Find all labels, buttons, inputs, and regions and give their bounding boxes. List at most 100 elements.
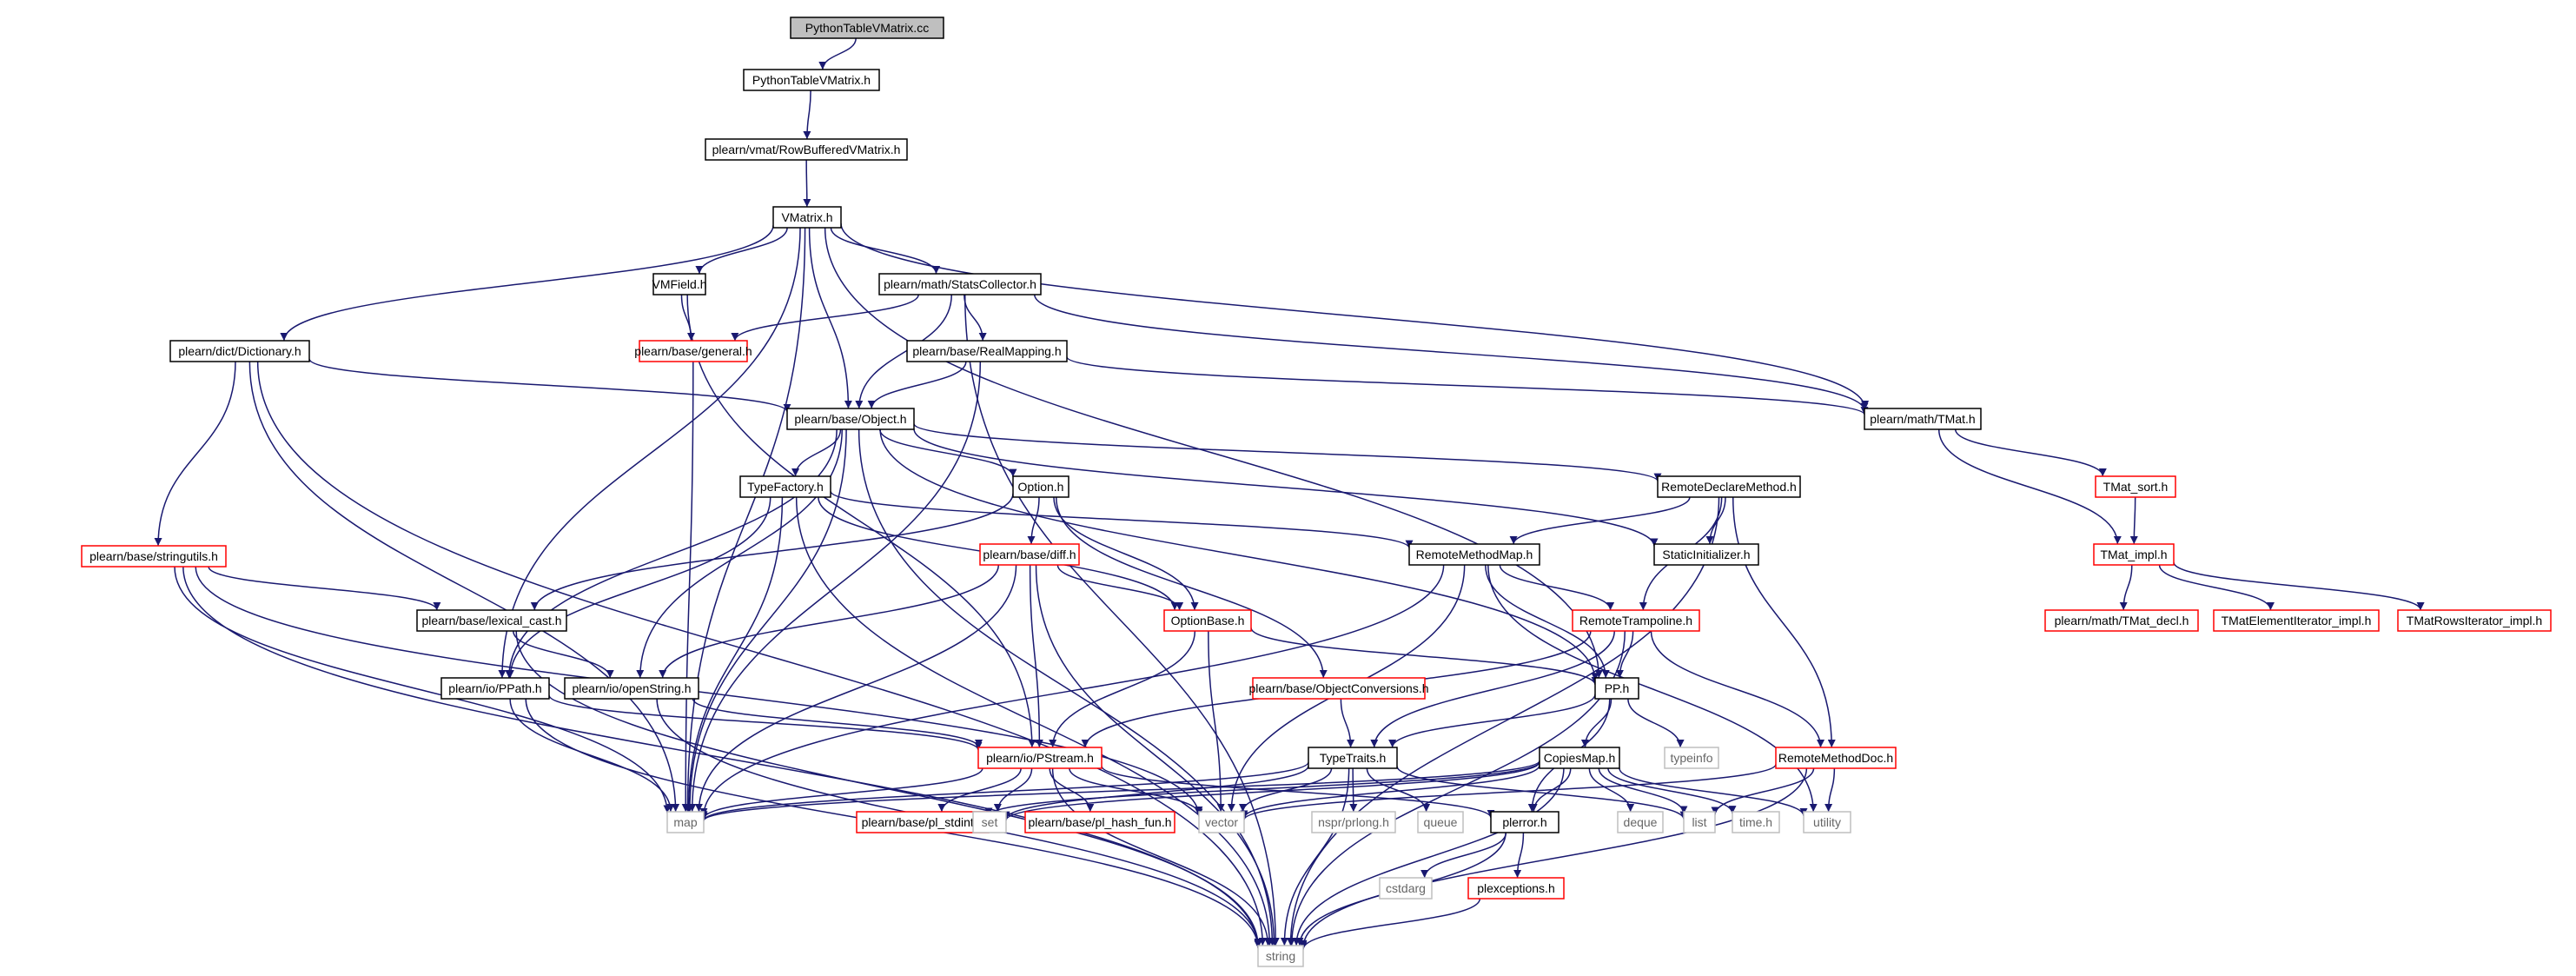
edge-vmat-to-vmfield xyxy=(695,227,788,275)
node-box xyxy=(1664,747,1719,769)
node-stringutils[interactable]: plearn/base/stringutils.h xyxy=(81,545,227,568)
node-rtramp[interactable]: RemoteTrampoline.h xyxy=(1572,609,1700,632)
node-plstdint[interactable]: plearn/base/pl_stdint.h xyxy=(856,811,990,833)
edge-pstream-to-vector xyxy=(1069,767,1203,814)
edge-object-to-option xyxy=(878,428,1017,477)
node-utility: utility xyxy=(1803,811,1851,833)
node-dict[interactable]: plearn/dict/Dictionary.h xyxy=(169,340,310,362)
node-box xyxy=(790,17,944,39)
node-ppath[interactable]: plearn/io/PPath.h xyxy=(440,677,550,700)
node-general[interactable]: plearn/base/general.h xyxy=(634,340,752,362)
edge-option-to-diff xyxy=(1027,496,1040,545)
edge-rtramp-to-rmdoc xyxy=(1650,630,1825,748)
node-plexceptions[interactable]: plexceptions.h xyxy=(1467,877,1565,900)
node-lexcast[interactable]: plearn/base/lexical_cast.h xyxy=(416,609,567,632)
node-copiesmap[interactable]: CopiesMap.h xyxy=(1539,747,1620,769)
node-diff[interactable]: plearn/base/diff.h xyxy=(979,543,1080,566)
node-label: vector xyxy=(1205,815,1238,829)
node-vmat[interactable]: VMatrix.h xyxy=(772,206,842,229)
node-label: Option.h xyxy=(1018,480,1064,494)
edge-dict-to-stringutils xyxy=(154,361,236,547)
node-ptvm[interactable]: PythonTableVMatrix.h xyxy=(743,69,880,91)
edge-rmm-to-rtramp xyxy=(1499,564,1615,611)
node-label: RemoteMethodDoc.h xyxy=(1778,751,1893,765)
node-box xyxy=(81,545,227,568)
node-tmatelem[interactable]: TMatElementIterator_impl.h xyxy=(2213,609,2380,632)
edge-stats-to-tmat xyxy=(1034,294,1869,411)
node-nspr: nspr/prlong.h xyxy=(1311,811,1396,833)
node-pp[interactable]: PP.h xyxy=(1594,677,1639,700)
node-plerror[interactable]: plerror.h xyxy=(1490,811,1560,833)
edge-diff-to-map xyxy=(694,564,1017,813)
node-box xyxy=(1198,811,1245,833)
node-tmatsort[interactable]: TMat_sort.h xyxy=(2095,475,2176,498)
node-box xyxy=(639,340,748,362)
edge-copiesmap-to-deque xyxy=(1588,767,1635,813)
node-rmdoc[interactable]: RemoteMethodDoc.h xyxy=(1775,747,1897,769)
edge-rmdoc-to-list xyxy=(1711,767,1815,815)
node-pstream[interactable]: plearn/io/PStream.h xyxy=(977,747,1103,769)
node-realmap[interactable]: plearn/base/RealMapping.h xyxy=(906,340,1068,362)
node-label: plearn/base/diff.h xyxy=(983,548,1076,561)
node-label: typeinfo xyxy=(1670,751,1712,765)
edge-tmat-to-tmatsort xyxy=(1954,428,2107,477)
node-box xyxy=(2093,543,2175,566)
edge-typefactory-to-map xyxy=(685,496,784,813)
node-label: plearn/io/openString.h xyxy=(573,681,692,695)
edge-vmat-to-pp xyxy=(824,227,1603,679)
node-staticinit[interactable]: StaticInitializer.h xyxy=(1653,543,1759,566)
node-rdecl[interactable]: RemoteDeclareMethod.h xyxy=(1657,475,1801,498)
edge-realmap-to-map xyxy=(688,361,982,813)
edge-typetraits-to-string xyxy=(1280,767,1350,946)
edge-stringutils-to-lexcast xyxy=(208,566,441,611)
node-object[interactable]: plearn/base/Object.h xyxy=(786,408,915,430)
edge-pstream-to-map xyxy=(699,767,983,820)
edge-object-to-openstring xyxy=(636,428,843,679)
node-box xyxy=(1467,877,1565,900)
node-tmat[interactable]: plearn/math/TMat.h xyxy=(1864,408,1982,430)
node-label: OptionBase.h xyxy=(1171,614,1245,627)
node-label: plearn/base/stringutils.h xyxy=(89,549,218,563)
node-rbvm[interactable]: plearn/vmat/RowBufferedVMatrix.h xyxy=(705,138,908,161)
edge-rdecl-to-rmm xyxy=(1509,496,1691,545)
node-label: plearn/base/RealMapping.h xyxy=(912,344,1061,358)
edge-copiesmap-to-vector xyxy=(1240,764,1540,819)
node-label: PythonTableVMatrix.cc xyxy=(805,21,929,35)
node-label: PythonTableVMatrix.h xyxy=(752,73,871,87)
edge-vmfield-to-pstream xyxy=(686,294,1036,748)
node-tmatimpl[interactable]: TMat_impl.h xyxy=(2093,543,2175,566)
edge-object-to-map xyxy=(685,428,847,813)
node-tmatdecl[interactable]: plearn/math/TMat_decl.h xyxy=(2044,609,2199,632)
node-openstring[interactable]: plearn/io/openString.h xyxy=(564,677,699,700)
node-box xyxy=(1732,811,1780,833)
edge-plexceptions-to-string xyxy=(1299,898,1481,950)
node-box xyxy=(705,138,908,161)
node-box xyxy=(878,273,1042,295)
node-rmm[interactable]: RemoteMethodMap.h xyxy=(1408,543,1540,566)
node-plhash[interactable]: plearn/base/pl_hash_fun.h xyxy=(1024,811,1175,833)
node-label: map xyxy=(673,815,697,829)
edge-rmdoc-to-string xyxy=(1299,767,1808,948)
node-box xyxy=(1417,811,1464,833)
node-typetraits[interactable]: TypeTraits.h xyxy=(1308,747,1398,769)
node-vmfield[interactable]: VMField.h xyxy=(652,273,707,295)
node-root[interactable]: PythonTableVMatrix.cc xyxy=(790,17,944,39)
node-tmatrows[interactable]: TMatRowsIterator_impl.h xyxy=(2397,609,2552,632)
node-stats[interactable]: plearn/math/StatsCollector.h xyxy=(878,273,1042,295)
node-typefactory[interactable]: TypeFactory.h xyxy=(739,475,831,498)
node-objconv[interactable]: plearn/base/ObjectConversions.h xyxy=(1248,677,1429,700)
edge-typetraits-to-list xyxy=(1396,766,1688,820)
node-label: TypeFactory.h xyxy=(747,480,824,494)
edge-openstring-to-pstream xyxy=(692,698,983,748)
edge-plerror-to-cstdarg xyxy=(1420,832,1507,879)
node-optionbase[interactable]: OptionBase.h xyxy=(1163,609,1252,632)
node-label: queue xyxy=(1424,815,1458,829)
node-option[interactable]: Option.h xyxy=(1012,475,1069,498)
edge-rdecl-to-string xyxy=(1286,496,1720,946)
edge-dict-to-map xyxy=(248,361,680,813)
node-box xyxy=(1024,811,1175,833)
edge-rmm-to-map xyxy=(699,564,1445,816)
node-label: plearn/base/general.h xyxy=(634,344,752,358)
node-label: plearn/io/PStream.h xyxy=(986,751,1094,765)
edge-stats-to-string xyxy=(964,294,1280,946)
